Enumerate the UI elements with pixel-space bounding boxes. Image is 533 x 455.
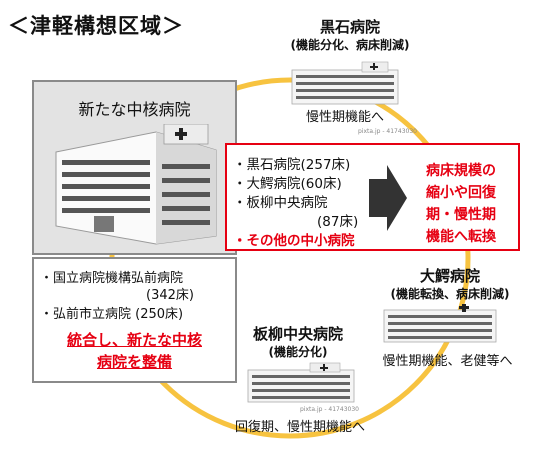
center-result-line4: 機能へ転換 <box>426 229 496 245</box>
center-result-line2: 縮小や回復 <box>426 185 496 201</box>
center-result-line3: 期・慢性期 <box>426 207 496 223</box>
center-item-kuroishi: ・黒石病院(257床) <box>233 157 351 173</box>
center-result: 病床規模の 縮小や回復 期・慢性期 機能へ転換 <box>405 160 517 248</box>
center-item-itayanagi: ・板柳中央病院 <box>233 195 328 211</box>
hub-title: 新たな中核病院 <box>78 100 191 119</box>
merge-note: 統合し、新たな中核 病院を整備 <box>34 329 235 373</box>
merge-note-line2: 病院を整備 <box>96 353 172 371</box>
center-item-itayanagi-beds: (87床) <box>317 214 359 230</box>
kuroishi-hospital-image <box>291 61 399 105</box>
itayanagi-name: 板柳中央病院 <box>252 325 343 343</box>
kuroishi-name: 黒石病院 <box>319 18 380 36</box>
merge-note-line1: 統合し、新たな中核 <box>66 331 202 349</box>
merge-member-city: ・弘前市立病院 (250床) <box>40 307 184 322</box>
center-result-line1: 病床規模の <box>426 163 496 179</box>
owani-sub: (機能転換、病床削減) <box>390 287 510 301</box>
center-item-others: ・その他の中小病院 <box>233 233 355 249</box>
itayanagi-sub: (機能分化) <box>268 345 328 359</box>
owani-hospital-image <box>383 304 497 343</box>
merge-member-hirosaki-beds: (342床) <box>146 288 194 303</box>
kuroishi-sub: (機能分化、病床削減) <box>290 38 410 52</box>
hub-hospital-image <box>55 124 217 245</box>
center-item-owani: ・大鰐病院(60床) <box>233 176 342 192</box>
kuroishi-caption: 慢性期機能へ <box>305 110 384 125</box>
owani-name: 大鰐病院 <box>419 267 480 285</box>
transition-arrow <box>369 165 407 231</box>
itayanagi-caption: 回復期、慢性期機能へ <box>234 420 365 435</box>
merge-member-hirosaki: ・国立病院機構弘前病院 <box>40 271 184 286</box>
owani-caption: 慢性期機能、老健等へ <box>382 354 513 369</box>
merge-box: ・国立病院機構弘前病院 (342床) ・弘前市立病院 (250床) 統合し、新た… <box>32 257 237 383</box>
itayanagi-hospital-image <box>247 362 355 403</box>
center-box: ・黒石病院(257床) ・大鰐病院(60床) ・板柳中央病院 (87床) ・その… <box>225 143 520 251</box>
itayanagi-image-credit: pixta.jp - 41743030 <box>300 406 359 413</box>
page-title: ＜津軽構想区域＞ <box>8 14 184 38</box>
hub-box: 新たな中核病院 <box>32 80 237 255</box>
kuroishi-image-credit: pixta.jp - 41743030 <box>358 128 417 135</box>
